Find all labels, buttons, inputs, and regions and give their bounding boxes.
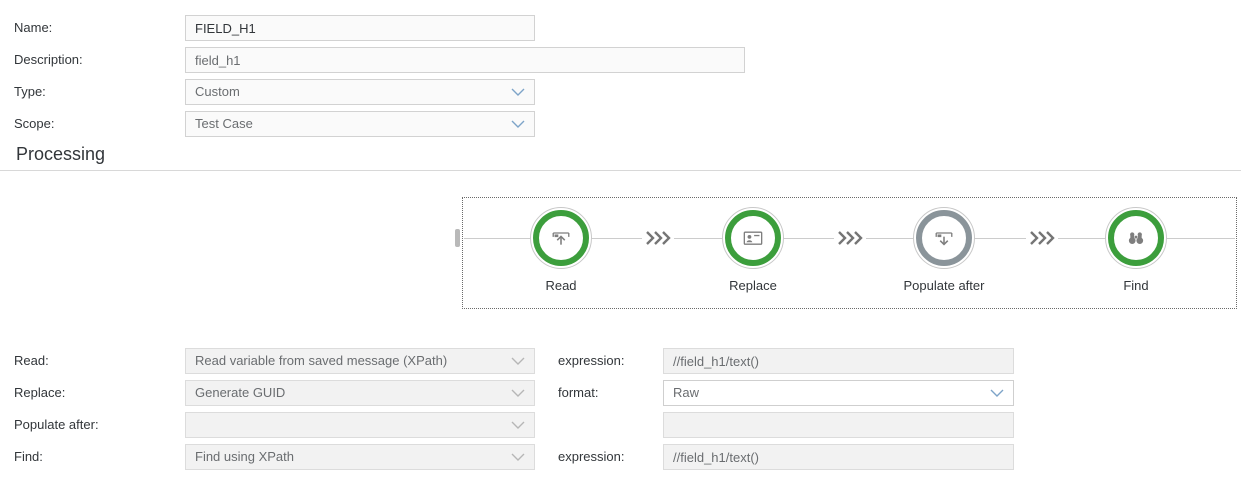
process-flow-node-replace[interactable] [722,207,784,269]
node-label-find: Find [1123,278,1149,293]
node-ring [533,210,589,266]
node-ring [1108,210,1164,266]
populate-after-row-label: Populate after: [14,417,99,432]
triple-chevron-right-icon [834,229,866,247]
type-select-value: Custom [195,84,240,99]
replace-row-label: Replace: [14,385,66,400]
scope-select[interactable]: Test Case [185,111,535,137]
type-select[interactable]: Custom [185,79,535,105]
find-expression-input [663,444,1014,470]
node-label-read: Read [545,278,577,293]
section-divider [0,170,1241,171]
chevron-down-icon [511,453,525,461]
read-expression-input [663,348,1014,374]
scope-select-value: Test Case [195,116,253,131]
find-expression-label: expression: [558,449,625,464]
process-flow-node-populate-after[interactable] [913,207,975,269]
chevron-down-icon [511,88,525,96]
replace-format-label: format: [558,385,599,400]
type-label: Type: [14,84,46,99]
triple-chevron-right-icon [642,229,674,247]
populate-after-operation-select [185,412,535,438]
description-input[interactable] [185,47,745,73]
chevron-down-icon [511,421,525,429]
name-label: Name: [14,20,53,35]
replace-operation-select: Generate GUID [185,380,535,406]
contact-card-icon [743,231,763,245]
read-operation-value: Read variable from saved message (XPath) [195,353,448,368]
process-flow-node-read[interactable] [530,207,592,269]
populate-after-param-input [663,412,1014,438]
read-row-label: Read: [14,353,49,368]
node-label-replace: Replace [729,278,777,293]
triple-chevron-right-icon [1026,229,1058,247]
read-expression-label: expression: [558,353,625,368]
chevron-down-icon [990,389,1004,397]
processing-section-title: Processing [16,144,106,164]
find-operation-select: Find using XPath [185,444,535,470]
replace-format-value: Raw [673,385,700,400]
chevron-down-icon [511,357,525,365]
process-flow: Read Replace [462,197,1237,309]
find-row-label: Find: [14,449,43,464]
replace-format-select[interactable]: Raw [663,380,1014,406]
upload-icon [552,232,570,245]
process-flow-scroll-left-handle[interactable] [455,229,460,247]
node-ring [916,210,972,266]
find-operation-value: Find using XPath [195,449,295,464]
node-label-populate-after: Populate after [903,278,985,293]
process-flow-node-find[interactable] [1105,207,1167,269]
read-operation-select: Read variable from saved message (XPath) [185,348,535,374]
replace-operation-value: Generate GUID [195,385,286,400]
node-ring [725,210,781,266]
chevron-down-icon [511,120,525,128]
binoculars-icon [1128,232,1144,244]
download-icon [935,232,953,246]
scope-label: Scope: [14,116,55,131]
description-label: Description: [14,52,83,67]
chevron-down-icon [511,389,525,397]
name-input[interactable] [185,15,535,41]
